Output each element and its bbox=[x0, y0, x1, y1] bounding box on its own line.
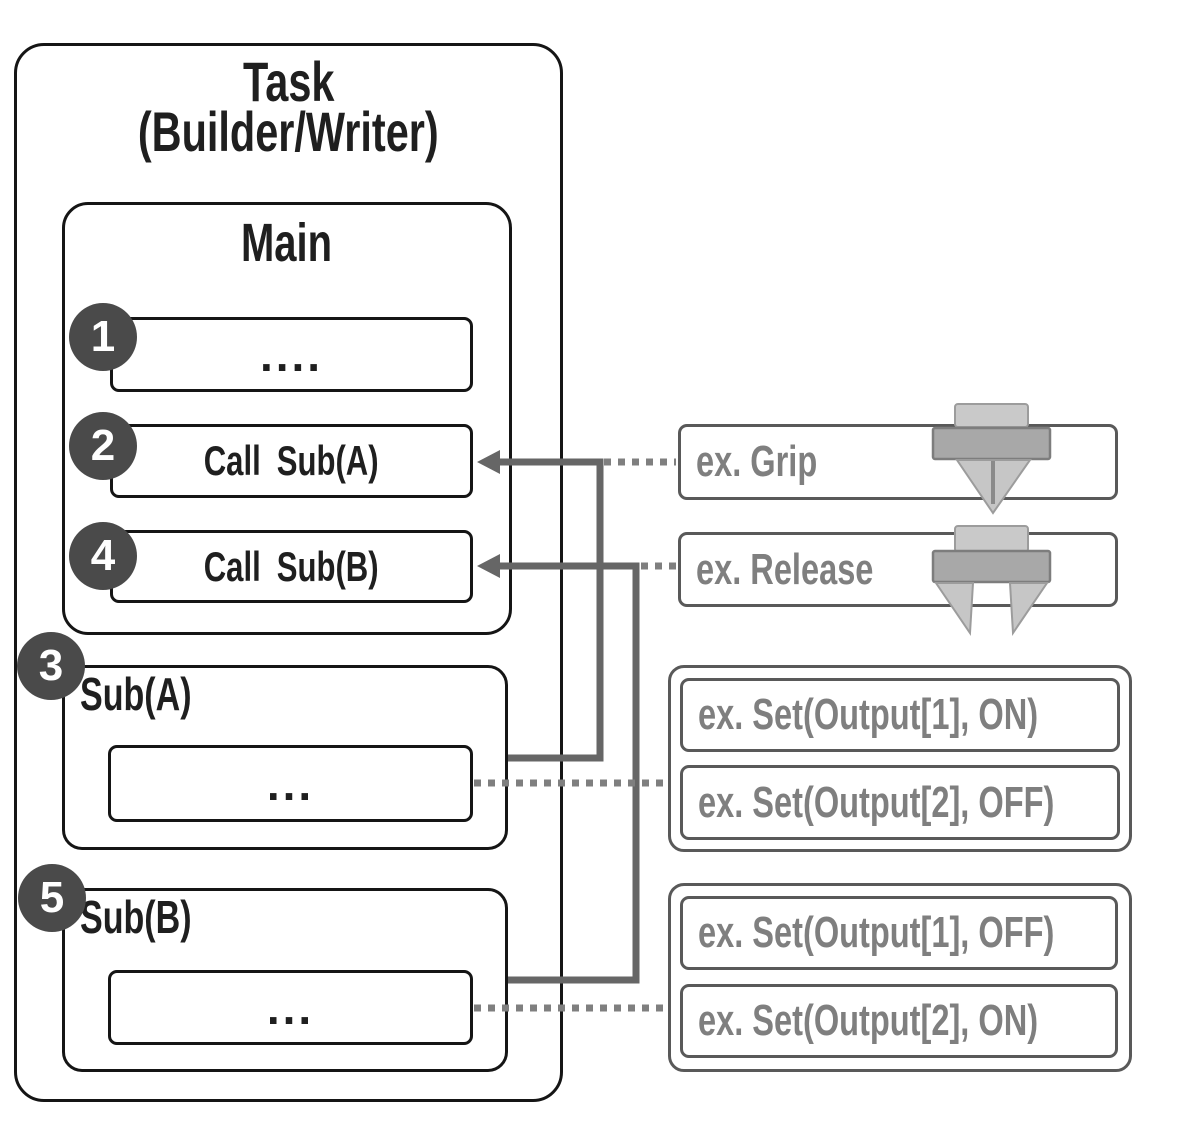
task-title-line1: Task bbox=[242, 50, 335, 113]
step-2-label: Call Sub(A) bbox=[204, 437, 379, 484]
sub-b-title: Sub(B) bbox=[80, 894, 231, 940]
sub-b-body-box: ... bbox=[108, 970, 473, 1045]
step-4-label: Call Sub(B) bbox=[204, 542, 379, 590]
example-release-box: ex. Release bbox=[678, 532, 1118, 607]
step-box-4: Call Sub(B) bbox=[110, 530, 473, 603]
output-box-b1-label: ex. Set(Output[1], OFF) bbox=[698, 908, 1055, 957]
sub-a-title: Sub(A) bbox=[80, 671, 231, 717]
output-box-a1-label: ex. Set(Output[1], ON) bbox=[698, 690, 1039, 739]
step-badge-1: 1 bbox=[69, 303, 137, 371]
step-badge-5: 5 bbox=[18, 864, 86, 932]
main-title: Main bbox=[62, 216, 512, 270]
step-badge-5-number: 5 bbox=[39, 873, 65, 922]
sub-b-body-label: ... bbox=[266, 981, 315, 1034]
main-title-text: Main bbox=[241, 213, 333, 273]
sub-a-body-box: ... bbox=[108, 745, 473, 822]
sub-b-title-text: Sub(B) bbox=[80, 891, 192, 943]
step-box-2: Call Sub(A) bbox=[110, 424, 473, 498]
step-badge-4-number: 4 bbox=[90, 531, 116, 580]
output-box-a2: ex. Set(Output[2], OFF) bbox=[680, 765, 1120, 840]
step-badge-2: 2 bbox=[69, 412, 137, 480]
sub-a-body-label: ... bbox=[266, 757, 315, 810]
output-box-b2: ex. Set(Output[2], ON) bbox=[680, 984, 1118, 1058]
step-badge-3-number: 3 bbox=[38, 641, 64, 690]
step-badge-1-number: 1 bbox=[90, 312, 116, 361]
step-box-1: .... bbox=[110, 317, 473, 392]
example-grip-label: ex. Grip bbox=[696, 437, 818, 486]
sub-a-title-text: Sub(A) bbox=[80, 668, 192, 720]
example-grip-box: ex. Grip bbox=[678, 424, 1118, 500]
example-release-label: ex. Release bbox=[696, 544, 874, 594]
step-1-label: .... bbox=[259, 328, 324, 381]
step-badge-3: 3 bbox=[17, 632, 85, 700]
output-box-b1: ex. Set(Output[1], OFF) bbox=[680, 896, 1118, 970]
output-box-a2-label: ex. Set(Output[2], OFF) bbox=[698, 777, 1055, 827]
task-title: Task (Builder/Writer) bbox=[14, 50, 563, 163]
output-box-b2-label: ex. Set(Output[2], ON) bbox=[698, 996, 1039, 1045]
task-title-line2: (Builder/Writer) bbox=[138, 100, 439, 163]
step-badge-2-number: 2 bbox=[90, 421, 116, 470]
step-badge-4: 4 bbox=[69, 522, 137, 590]
output-box-a1: ex. Set(Output[1], ON) bbox=[680, 678, 1120, 752]
